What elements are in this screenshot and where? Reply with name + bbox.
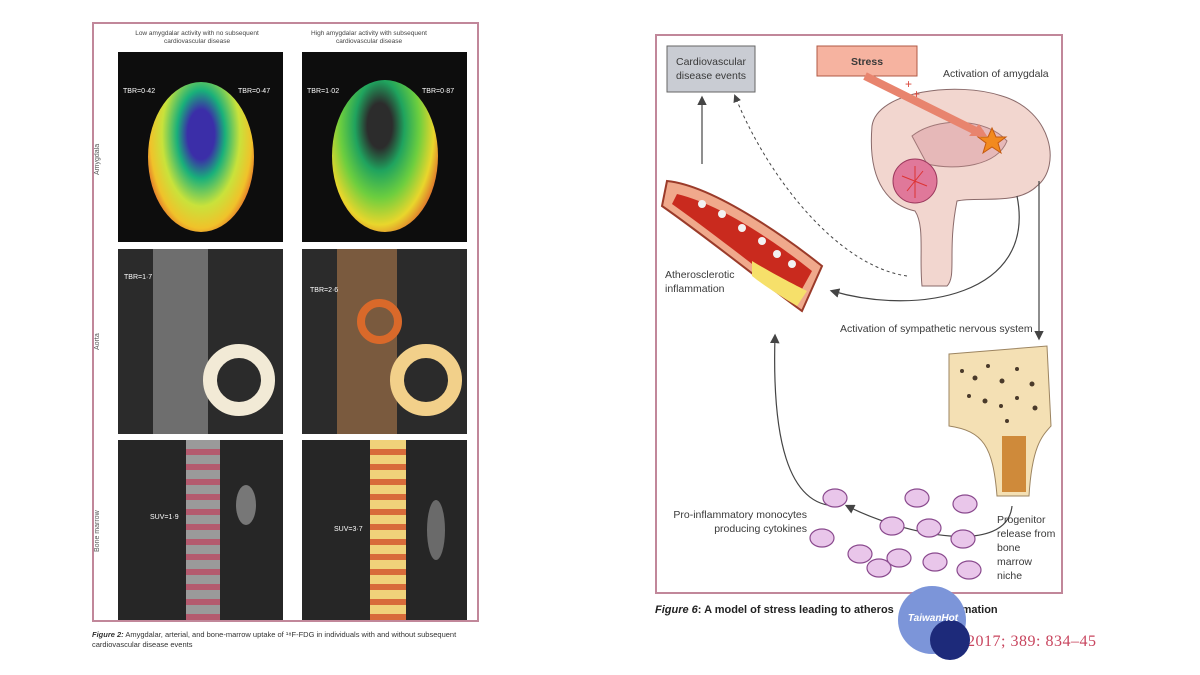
tbr-label: TBR=0·47 [238,88,271,95]
caption-text: Amygdalar, arterial, and bone-marrow upt… [92,630,457,649]
amygdala-label: Activation of amygdala [943,68,1049,80]
journal-citation: et 2017; 389: 834–45 [950,633,1097,650]
col-header-high: High amygdalar activity with subsequent … [311,30,427,45]
tbr-label: TBR=2·6 [310,287,339,294]
figure-2-panel: Low amygdalar activity with no subsequen… [92,22,479,622]
athero-line-1: Atherosclerotic [665,269,734,281]
scan-amygdala-high: TBR=1·02 TBR=0·87 [302,52,467,242]
suv-label: SUV=3·7 [334,526,363,533]
cvd-line-2: disease events [676,70,746,82]
tbr-label: TBR=1·02 [307,88,340,95]
row-label-aorta: Aorta [94,333,101,351]
cvd-events-box [666,45,756,93]
watermark-text: TaiwanHot [907,613,959,624]
monocytes-line-1: Pro-inflammatory monocytes [673,509,807,521]
progenitor-line-3: bone [997,542,1021,554]
scan-marrow-low: SUV=1·9 [118,440,283,620]
caption-text: : A model of stress leading to atheros [697,604,894,616]
stress-label: Stress [851,56,883,68]
stress-model-diagram: Cardiovascular disease events Stress Act… [660,45,1056,582]
scan-amygdala-low: TBR=0·42 TBR=0·47 [118,52,283,242]
watermark-logo-dot [930,620,970,660]
stress-box [816,45,918,77]
arrow-to-athero [769,333,838,507]
tbr-label: TBR=1·7 [124,274,153,281]
sympathetic-label: Activation of sympathetic nervous system [840,323,1033,335]
progenitor-line-4: marrow [997,556,1032,568]
progenitor-line-1: Progenitor [997,514,1046,526]
suv-label: SUV=1·9 [150,514,179,521]
tbr-label: TBR=0·42 [123,88,156,95]
tbr-label: TBR=0·87 [422,88,455,95]
progenitor-line-2: release from [997,528,1056,540]
amygdala-star-icon [976,126,1008,155]
col-header-low: Low amygdalar activity with no subsequen… [135,30,259,45]
scan-marrow-high: SUV=3·7 [302,440,467,620]
row-label-bone-marrow: Bone marrow [94,510,101,553]
scan-aorta-low: TBR=1·7 [118,249,283,434]
arrow-sympathetic [829,195,1020,302]
caption-label: Figure 2: [92,630,124,639]
figure-2-caption: Figure 2: Amygdalar, arterial, and bone-… [92,630,492,650]
monocyte-cluster [809,488,982,580]
cvd-line-1: Cardiovascular [676,56,747,68]
athero-line-2: inflammation [665,283,725,295]
monocytes-line-2: producing cytokines [714,523,807,535]
bone-illustration [948,345,1052,497]
svg-text:+: + [905,77,912,91]
row-label-amygdala: Amygdala [94,143,101,175]
dashed-arrow-to-cvd [733,94,908,277]
scan-aorta-high: TBR=2·6 [302,249,467,434]
svg-text:+: + [913,87,920,101]
arrow-progenitor [844,504,1013,537]
caption-label: Figure 6 [655,604,698,616]
progenitor-line-5: niche [997,570,1022,582]
figure-6-panel: Cardiovascular disease events Stress Act… [655,34,1063,594]
